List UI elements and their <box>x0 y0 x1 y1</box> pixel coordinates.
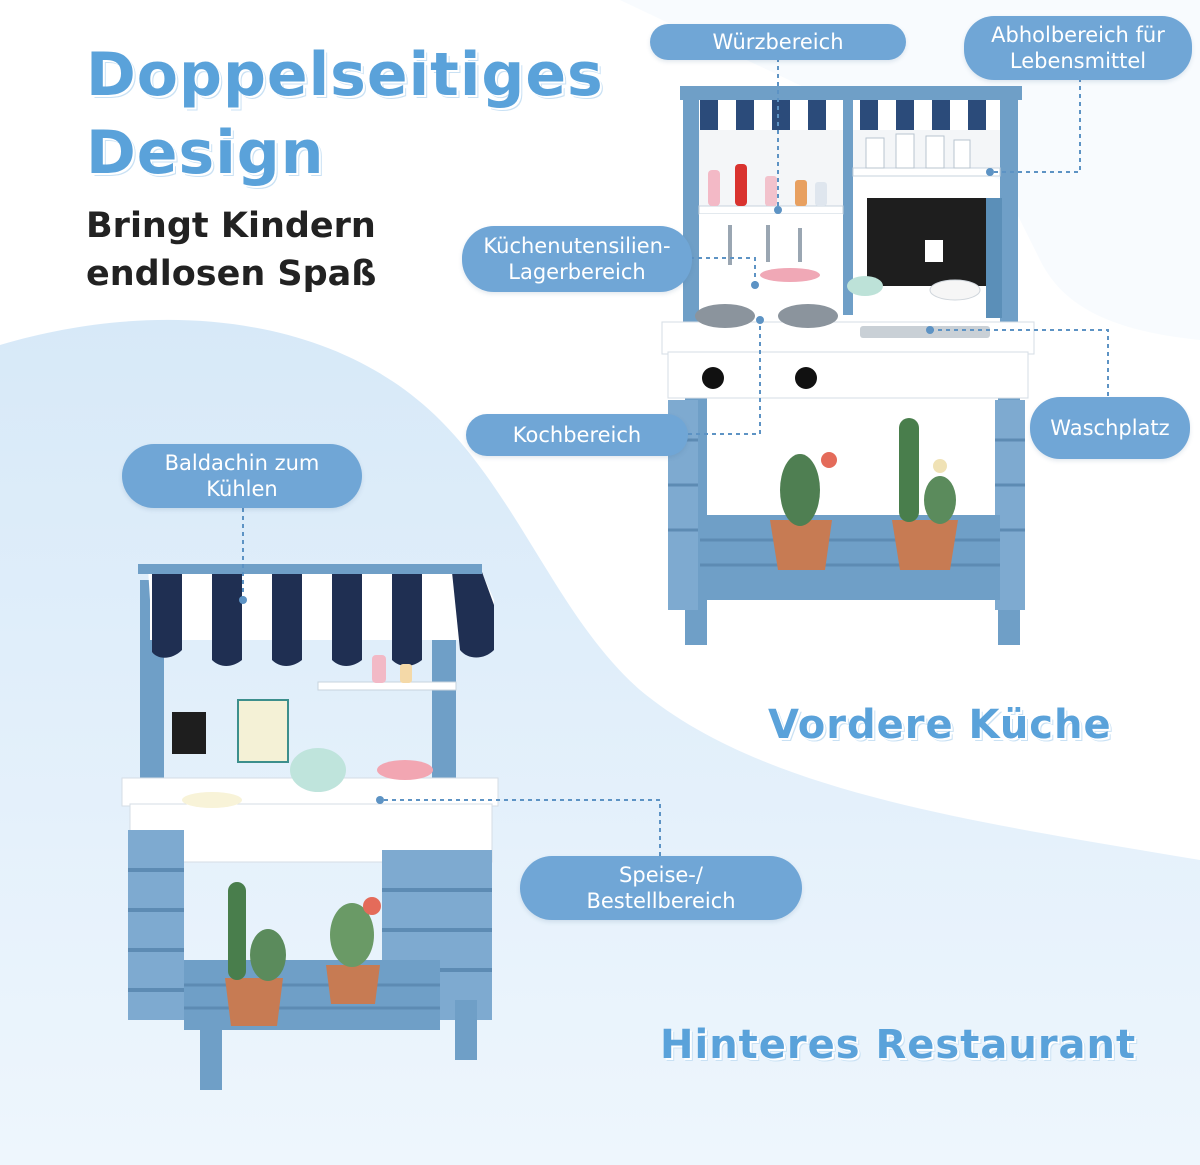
pink-plate <box>377 760 433 780</box>
paper-cup <box>925 135 945 169</box>
label-dining-ordering-area: Speise-/ Bestellbereich <box>520 856 802 920</box>
headline-line1: Doppelseitiges <box>86 40 604 110</box>
leader-dots <box>239 168 994 804</box>
label-cooking-area: Kochbereich <box>466 414 688 456</box>
pot <box>778 304 838 328</box>
label-text: Baldachin zum Kühlen <box>164 451 320 501</box>
back-bottom-shelf <box>184 960 440 1030</box>
cactus <box>228 882 246 980</box>
subtitle-line2: endlosen Spaß <box>86 254 377 294</box>
pot <box>695 304 755 328</box>
bowl <box>929 279 981 301</box>
spice-bottle <box>765 176 777 206</box>
pink-pan <box>760 268 820 282</box>
cactus <box>250 929 286 981</box>
cactus-flower <box>363 897 381 915</box>
cactus <box>780 454 820 526</box>
stove-knob <box>795 367 817 389</box>
flower-pot <box>770 520 832 570</box>
spice-bottle <box>795 180 807 206</box>
cactus <box>924 476 956 524</box>
striped-awning <box>148 568 494 640</box>
cup-and-saucer <box>182 792 242 808</box>
black-board <box>172 712 206 754</box>
cactus <box>899 418 919 522</box>
stove-knob <box>702 367 724 389</box>
spice-bottle <box>372 655 386 683</box>
menu-board <box>237 699 289 763</box>
paper-cup <box>895 133 915 169</box>
sink <box>860 326 990 338</box>
front-hutch-center-post <box>843 95 853 315</box>
front-pickup-shelf <box>852 167 1001 177</box>
headline-line2: Design <box>86 118 325 188</box>
front-kitchen-illustration <box>661 86 1035 645</box>
cactus-flower <box>821 452 837 468</box>
back-leg <box>455 1000 477 1060</box>
label-pickup-area: Abholbereich für Lebensmittel <box>964 16 1192 80</box>
background-wave <box>0 319 1200 1165</box>
back-restaurant-illustration <box>121 564 499 1090</box>
label-utensil-storage: Küchenutensilien- Lagerbereich <box>462 226 692 292</box>
front-hutch-left-post <box>683 88 699 328</box>
small-pot <box>847 276 883 296</box>
subtitle-line1: Bringt Kindern <box>86 206 376 246</box>
leader-lines <box>242 58 1109 880</box>
label-spice-area: Würzbereich <box>650 24 906 60</box>
label-text: Abholbereich für Lebensmittel <box>991 23 1165 73</box>
cactus <box>330 903 374 967</box>
flower-pot <box>892 520 958 570</box>
front-kitchen-caption: Vordere Küche <box>768 702 1112 748</box>
spice-bottle <box>400 664 412 683</box>
flower-pot <box>326 965 380 1004</box>
background-wave-top-right <box>620 0 1200 340</box>
label-text: Speise-/ Bestellbereich <box>586 863 736 913</box>
front-cabinet <box>667 351 1029 399</box>
front-hutch-right-post <box>1000 88 1018 328</box>
spice-bottle <box>815 182 827 206</box>
back-upper-shelf <box>317 681 457 691</box>
utensil-panel <box>699 214 843 294</box>
back-restaurant-caption: Hinteres Restaurant <box>660 1022 1137 1068</box>
front-hutch-top <box>680 86 1022 100</box>
label-text: Kochbereich <box>512 423 642 447</box>
front-small-awning <box>699 100 1000 130</box>
label-washing-area: Waschplatz <box>1030 397 1190 459</box>
spice-bottle <box>735 164 747 206</box>
front-spice-shelf <box>698 205 844 215</box>
rice-cooker <box>290 748 346 792</box>
paper-cup <box>953 139 971 169</box>
spice-bottle <box>708 170 720 206</box>
label-text: Küchenutensilien- Lagerbereich <box>483 234 671 284</box>
flower-pot <box>225 978 283 1026</box>
label-canopy: Baldachin zum Kühlen <box>122 444 362 508</box>
back-leg <box>200 1020 222 1090</box>
dispenser-side <box>986 198 1002 318</box>
cactus-flower <box>933 459 947 473</box>
awning-stripes <box>152 572 494 666</box>
paper-cup <box>865 137 885 169</box>
back-top-bar <box>138 564 482 574</box>
label-text: Waschplatz <box>1050 416 1170 440</box>
label-text: Würzbereich <box>712 30 844 54</box>
